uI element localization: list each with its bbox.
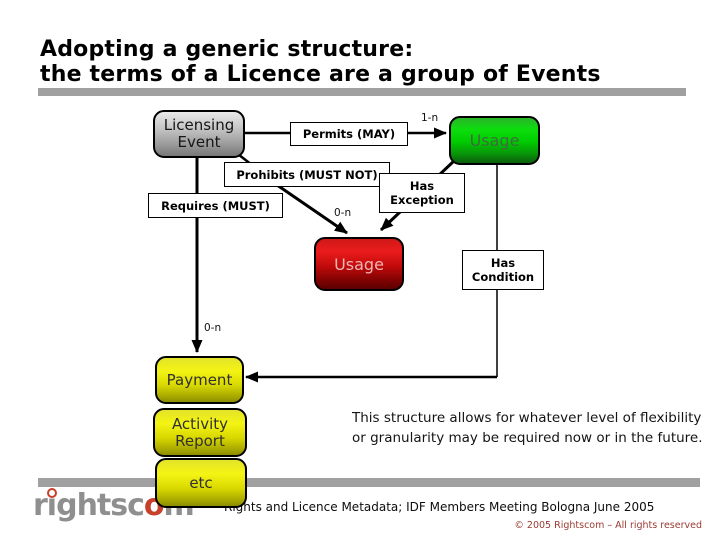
footer-event-line: Rights and Licence Metadata; IDF Members… — [224, 500, 655, 514]
edge-prohibits-arrow — [276, 183, 348, 235]
logo-letter-i-with-ring: i — [46, 488, 57, 523]
edge-label-permits: Permits (MAY) — [290, 122, 408, 146]
body-text: This structure allows for whatever level… — [352, 410, 703, 446]
title-line-2: the terms of a Licence are a group of Ev… — [40, 62, 601, 87]
node-licensing-event: Licensing Event — [153, 110, 245, 158]
multiplicity-prohibits: 0-n — [334, 207, 352, 219]
multiplicity-requires: 0-n — [204, 322, 222, 334]
logo-part-1: r — [33, 488, 48, 523]
logo-part-3: ghtsc — [56, 488, 145, 523]
footer-divider-bar — [38, 478, 700, 487]
footer-copyright: © 2005 Rightscom – All rights reserved — [514, 520, 702, 531]
multiplicity-permits: 1-n — [421, 112, 439, 124]
node-usage-permitted: Usage — [449, 116, 540, 165]
edge-label-has-exception: Has Exception — [379, 173, 465, 213]
edge-label-requires: Requires (MUST) — [148, 193, 283, 218]
node-payment: Payment — [155, 356, 244, 404]
node-etc: etc — [155, 458, 247, 508]
node-usage-prohibited: Usage — [314, 237, 404, 291]
node-activity-report: Activity Report — [153, 408, 247, 457]
edge-label-has-condition: Has Condition — [462, 250, 544, 290]
title-divider-bar — [38, 88, 686, 96]
title-line-1: Adopting a generic structure: — [40, 37, 414, 62]
edge-label-prohibits: Prohibits (MUST NOT) — [224, 162, 390, 187]
page-title: Adopting a generic structure: the terms … — [40, 37, 601, 87]
